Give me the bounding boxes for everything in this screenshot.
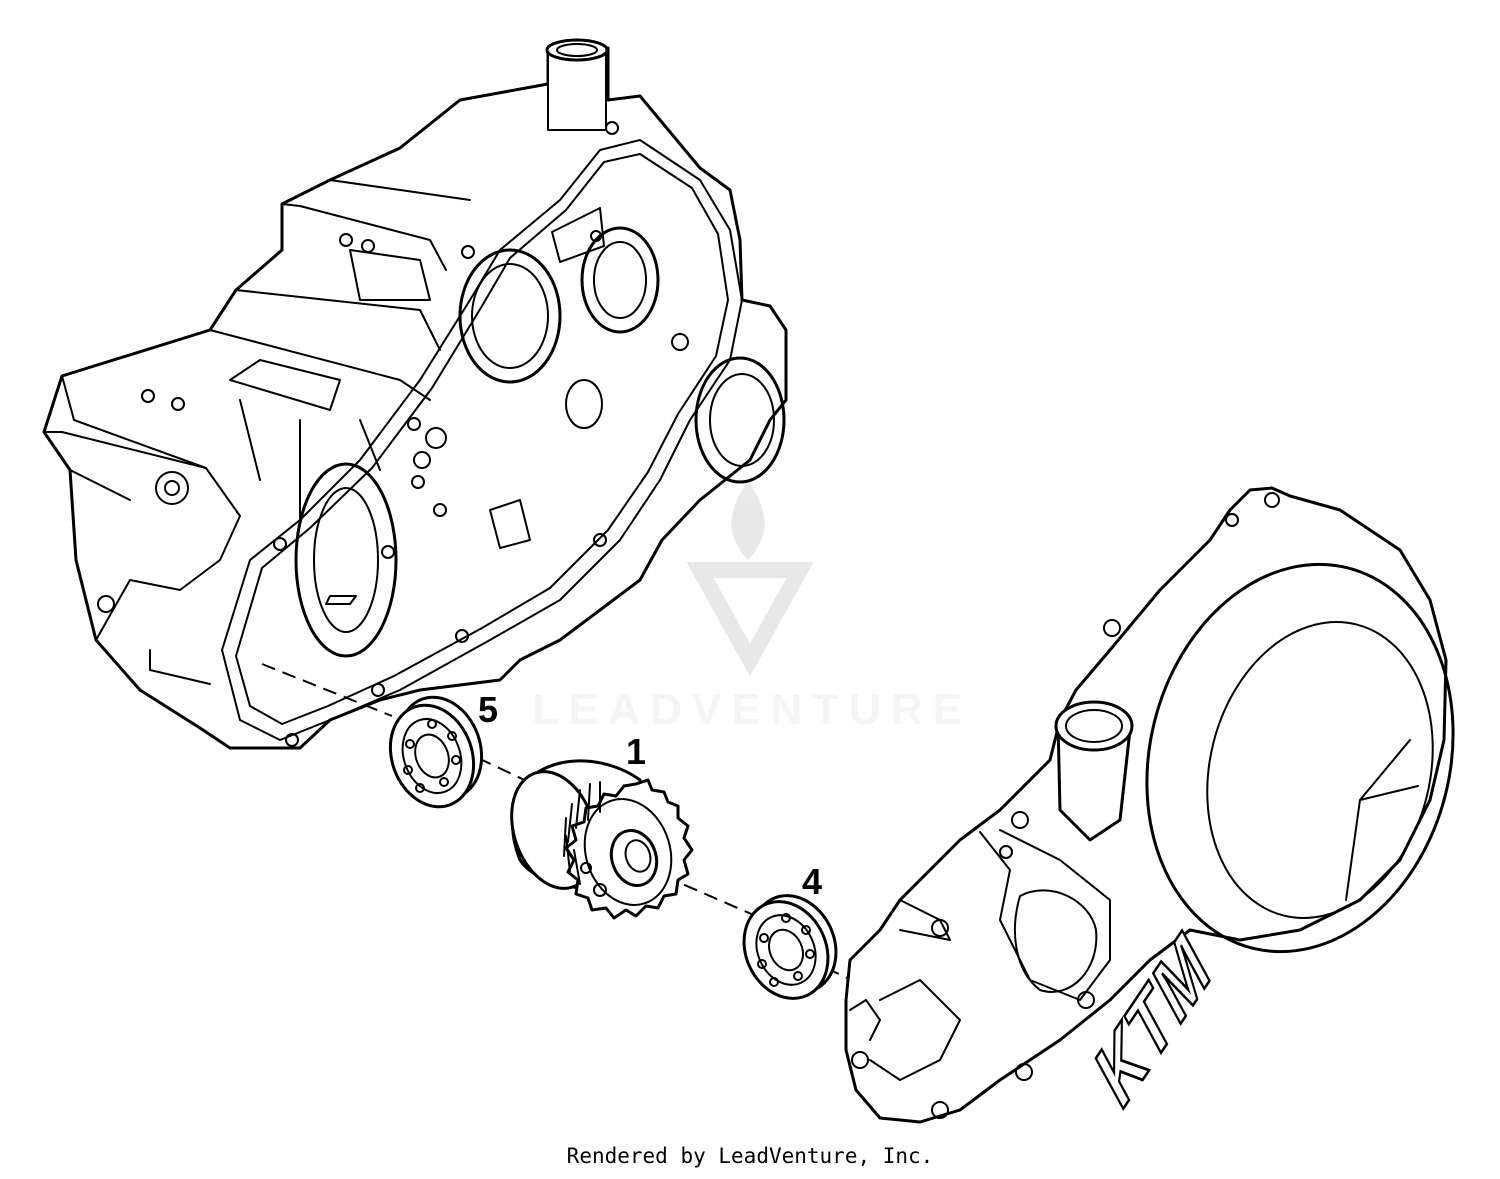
part-1-starter-clutch-gear [510, 759, 694, 920]
ignition-cover: KTM [844, 486, 1455, 1125]
callout-1: 1 [626, 731, 646, 772]
part-5-ball-bearing [388, 695, 484, 809]
part-4-ball-bearing [742, 894, 838, 1000]
callout-5: 5 [478, 689, 498, 730]
leadventure-watermark: LEADVENTURE [532, 480, 972, 734]
footer-credit: Rendered by LeadVenture, Inc. [566, 1144, 934, 1168]
callout-4: 4 [802, 861, 822, 902]
watermark-text: LEADVENTURE [532, 685, 972, 734]
crankcase-half [42, 38, 788, 750]
